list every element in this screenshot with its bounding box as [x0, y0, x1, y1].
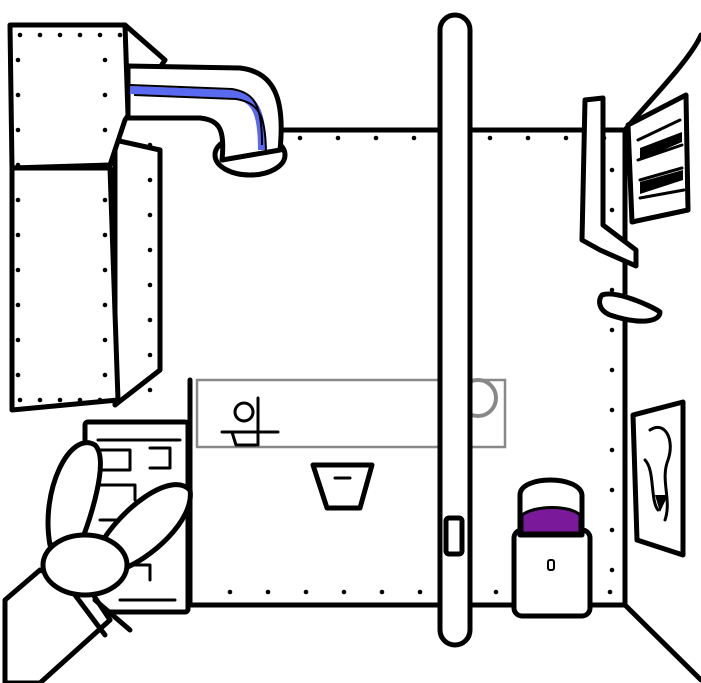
pole-icon — [437, 12, 473, 648]
bin-icon — [511, 477, 593, 619]
rivet-dot — [609, 447, 615, 453]
rivet-dot — [117, 397, 123, 403]
rivet-dot — [15, 232, 21, 238]
rivet-dot — [609, 287, 615, 293]
rivet-dot — [609, 487, 615, 493]
rivet-dot — [97, 397, 103, 403]
rivet-dot — [147, 317, 153, 323]
rivet-dot — [102, 162, 108, 168]
rivet-dot — [15, 267, 21, 273]
rivet-dot — [411, 135, 417, 141]
rivet-dot — [102, 92, 108, 98]
vent-pipe-icon — [125, 63, 288, 178]
rivet-dot — [147, 142, 153, 148]
window-icon — [625, 92, 691, 225]
rivet-dot — [77, 397, 83, 403]
rivet-dot — [147, 247, 153, 253]
rivet-dot — [102, 267, 108, 273]
rivet-dot — [15, 57, 21, 63]
rivet-dot — [341, 589, 347, 595]
rivet-dot — [37, 397, 43, 403]
rivet-dot — [147, 212, 153, 218]
rivet-dot — [265, 589, 271, 595]
bunny-ears-icon — [2, 440, 193, 683]
rivet-dot — [487, 135, 493, 141]
rivet-dot — [609, 567, 615, 573]
rivet-dot — [102, 127, 108, 133]
rivet-dot — [609, 207, 615, 213]
rivet-dot — [379, 589, 385, 595]
rivet-dot — [147, 352, 153, 358]
rivet-dot — [147, 177, 153, 183]
rivet-dot — [57, 32, 63, 38]
rivet-dot — [609, 407, 615, 413]
rivet-dot — [297, 135, 303, 141]
left-cabinet — [7, 22, 168, 413]
trash-can-icon — [310, 462, 375, 511]
rivet-dot — [147, 282, 153, 288]
rivet-dot — [102, 302, 108, 308]
sink-icon — [220, 396, 280, 447]
rivet-dot — [97, 32, 103, 38]
rivet-dot — [15, 92, 21, 98]
rivet-dot — [15, 197, 21, 203]
rivet-dot — [15, 372, 21, 378]
rivet-dot — [609, 327, 615, 333]
rivet-dot — [147, 387, 153, 393]
rivet-dot — [102, 372, 108, 378]
rivet-dot — [15, 162, 21, 168]
rivet-dot — [15, 337, 21, 343]
rivet-dot — [102, 57, 108, 63]
rivet-dot — [525, 135, 531, 141]
rivet-dot — [417, 589, 423, 595]
rivet-dot — [493, 589, 499, 595]
rivet-dot — [17, 32, 23, 38]
rivet-dot — [15, 127, 21, 133]
rivet-dot — [607, 589, 613, 595]
rivet-dot — [335, 135, 341, 141]
rivet-dot — [77, 32, 83, 38]
rivet-dot — [15, 302, 21, 308]
rivet-dot — [373, 135, 379, 141]
rivet-dot — [117, 32, 123, 38]
rivet-dot — [57, 397, 63, 403]
rivet-dot — [227, 589, 233, 595]
rivet-dot — [37, 32, 43, 38]
picture-frame-icon — [630, 399, 686, 558]
rivet-dot — [102, 197, 108, 203]
rivet-dot — [303, 589, 309, 595]
overlay-panel — [195, 378, 507, 449]
rivet-dot — [102, 337, 108, 343]
rivet-dot — [17, 397, 23, 403]
rivet-dot — [609, 167, 615, 173]
rivet-dot — [609, 527, 615, 533]
shower-pipe-icon — [579, 95, 663, 324]
rivet-dot — [102, 232, 108, 238]
rivet-dot — [609, 367, 615, 373]
rivet-dot — [563, 135, 569, 141]
